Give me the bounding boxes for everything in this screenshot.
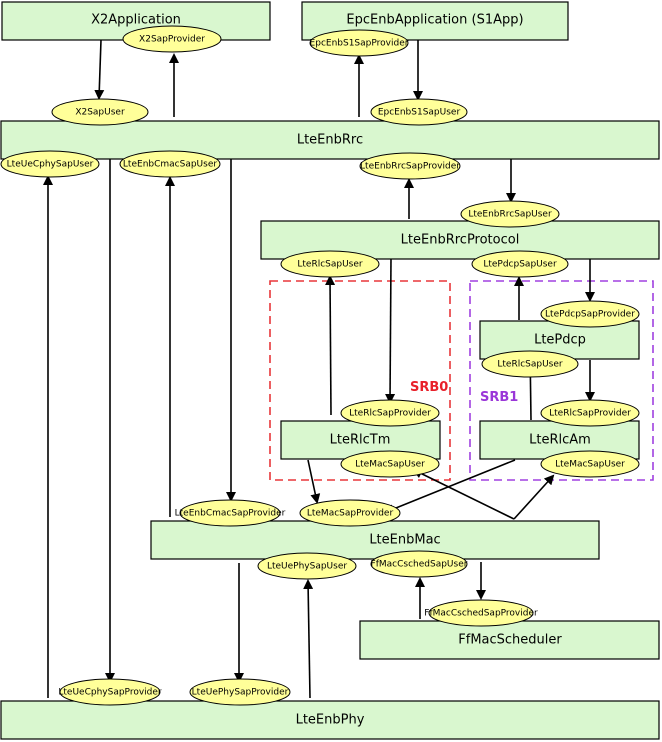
svg-text:LteRlcSapProvider: LteRlcSapProvider (549, 409, 631, 419)
sap-enb-cmac-provider: LteEnbCmacSapProvider (175, 499, 286, 527)
srb1-region (469, 280, 654, 481)
sap-enb-rrc-user: LteEnbRrcSapUser (460, 200, 560, 228)
svg-text:FfMacCschedSapUser: FfMacCschedSapUser (371, 560, 468, 570)
sap-mac-provider: LteMacSapProvider (299, 499, 401, 527)
sap-enb-cmac-user: LteEnbCmacSapUser (119, 150, 221, 178)
srb0-label: SRB0 (410, 380, 448, 395)
svg-text:LteEnbRrcSapUser: LteEnbRrcSapUser (468, 210, 552, 220)
sap-x2-provider: X2SapProvider (122, 25, 222, 53)
svg-text:LteMacSapProvider: LteMacSapProvider (307, 509, 394, 519)
svg-text:FfMacCschedSapProvider: FfMacCschedSapProvider (424, 609, 538, 619)
sap-rlc-user-am: LteRlcSapUser (481, 350, 579, 378)
svg-text:LteUeCphySapProvider: LteUeCphySapProvider (58, 688, 162, 698)
svg-text:LteEnbCmacSapProvider: LteEnbCmacSapProvider (175, 509, 286, 519)
svg-text:LteMacSapUser: LteMacSapUser (555, 460, 625, 470)
svg-text:LteEnbRrcSapProvider: LteEnbRrcSapProvider (360, 162, 460, 172)
block-lte-enb-rrc-label: LteEnbRrc (297, 133, 363, 148)
svg-text:LteMacSapUser: LteMacSapUser (355, 460, 425, 470)
sap-pdcp-provider: LtePdcpSapProvider (540, 300, 640, 328)
sap-ue-cphy-provider: LteUeCphySapProvider (58, 678, 162, 706)
srb0-region (269, 280, 451, 481)
block-lte-rlc-am-label: LteRlcAm (529, 433, 591, 448)
svg-text:LteRlcSapProvider: LteRlcSapProvider (349, 409, 431, 419)
svg-text:LtePdcpSapProvider: LtePdcpSapProvider (545, 310, 635, 320)
svg-text:LteEnbCmacSapUser: LteEnbCmacSapUser (123, 160, 217, 170)
block-epc-enb-application-label: EpcEnbApplication (S1App) (346, 13, 523, 28)
sap-ue-phy-provider: LteUePhySapProvider (189, 678, 291, 706)
sap-rlc-user-tm: LteRlcSapUser (280, 250, 380, 278)
sap-ff-mac-csched-provider: FfMacCschedSapProvider (424, 599, 538, 627)
sap-enb-rrc-provider: LteEnbRrcSapProvider (359, 152, 461, 180)
block-lte-enb-mac: LteEnbMac (150, 520, 600, 560)
sap-epc-enb-s1-user: EpcEnbS1SapUser (370, 98, 468, 126)
block-x2-application-label: X2Application (91, 13, 181, 28)
svg-text:LtePdcpSapUser: LtePdcpSapUser (483, 260, 557, 270)
sap-mac-user-am: LteMacSapUser (540, 450, 640, 478)
sap-epc-enb-s1-provider: EpcEnbS1SapProvider (309, 29, 409, 57)
sap-ue-phy-user: LteUePhySapUser (257, 552, 357, 580)
sap-rlc-provider-tm: LteRlcSapProvider (340, 399, 440, 427)
block-lte-enb-rrc-protocol-label: LteEnbRrcProtocol (401, 233, 520, 248)
svg-text:LteUeCphySapUser: LteUeCphySapUser (7, 160, 94, 170)
sap-rlc-provider-am: LteRlcSapProvider (540, 399, 640, 427)
sap-mac-user-tm: LteMacSapUser (340, 450, 440, 478)
svg-text:EpcEnbS1SapUser: EpcEnbS1SapUser (378, 108, 461, 118)
svg-text:LteUePhySapProvider: LteUePhySapProvider (192, 688, 289, 698)
arrows (43, 39, 595, 699)
svg-text:EpcEnbS1SapProvider: EpcEnbS1SapProvider (310, 39, 409, 49)
sap-ue-cphy-user: LteUeCphySapUser (0, 150, 100, 178)
svg-text:LteRlcSapUser: LteRlcSapUser (497, 360, 563, 370)
srb1-label: SRB1 (480, 390, 518, 405)
svg-text:LteRlcSapUser: LteRlcSapUser (297, 260, 363, 270)
sap-x2-user: X2SapUser (51, 98, 149, 126)
block-ff-mac-scheduler: FfMacScheduler (359, 620, 660, 660)
block-lte-enb-phy: LteEnbPhy (0, 700, 660, 740)
block-lte-enb-phy-label: LteEnbPhy (296, 713, 365, 728)
block-lte-pdcp-label: LtePdcp (534, 333, 586, 348)
block-lte-pdcp: LtePdcp (479, 320, 640, 360)
block-ff-mac-scheduler-label: FfMacScheduler (458, 633, 562, 648)
sap-pdcp-user: LtePdcpSapUser (471, 250, 569, 278)
block-lte-enb-rrc: LteEnbRrc (0, 120, 660, 160)
sap-ff-mac-csched-user: FfMacCschedSapUser (370, 550, 468, 578)
block-lte-rlc-tm-label: LteRlcTm (330, 433, 391, 448)
svg-text:X2SapUser: X2SapUser (75, 108, 125, 118)
svg-text:X2SapProvider: X2SapProvider (139, 35, 205, 45)
block-lte-enb-mac-label: LteEnbMac (369, 533, 440, 548)
svg-text:LteUePhySapUser: LteUePhySapUser (267, 562, 347, 572)
